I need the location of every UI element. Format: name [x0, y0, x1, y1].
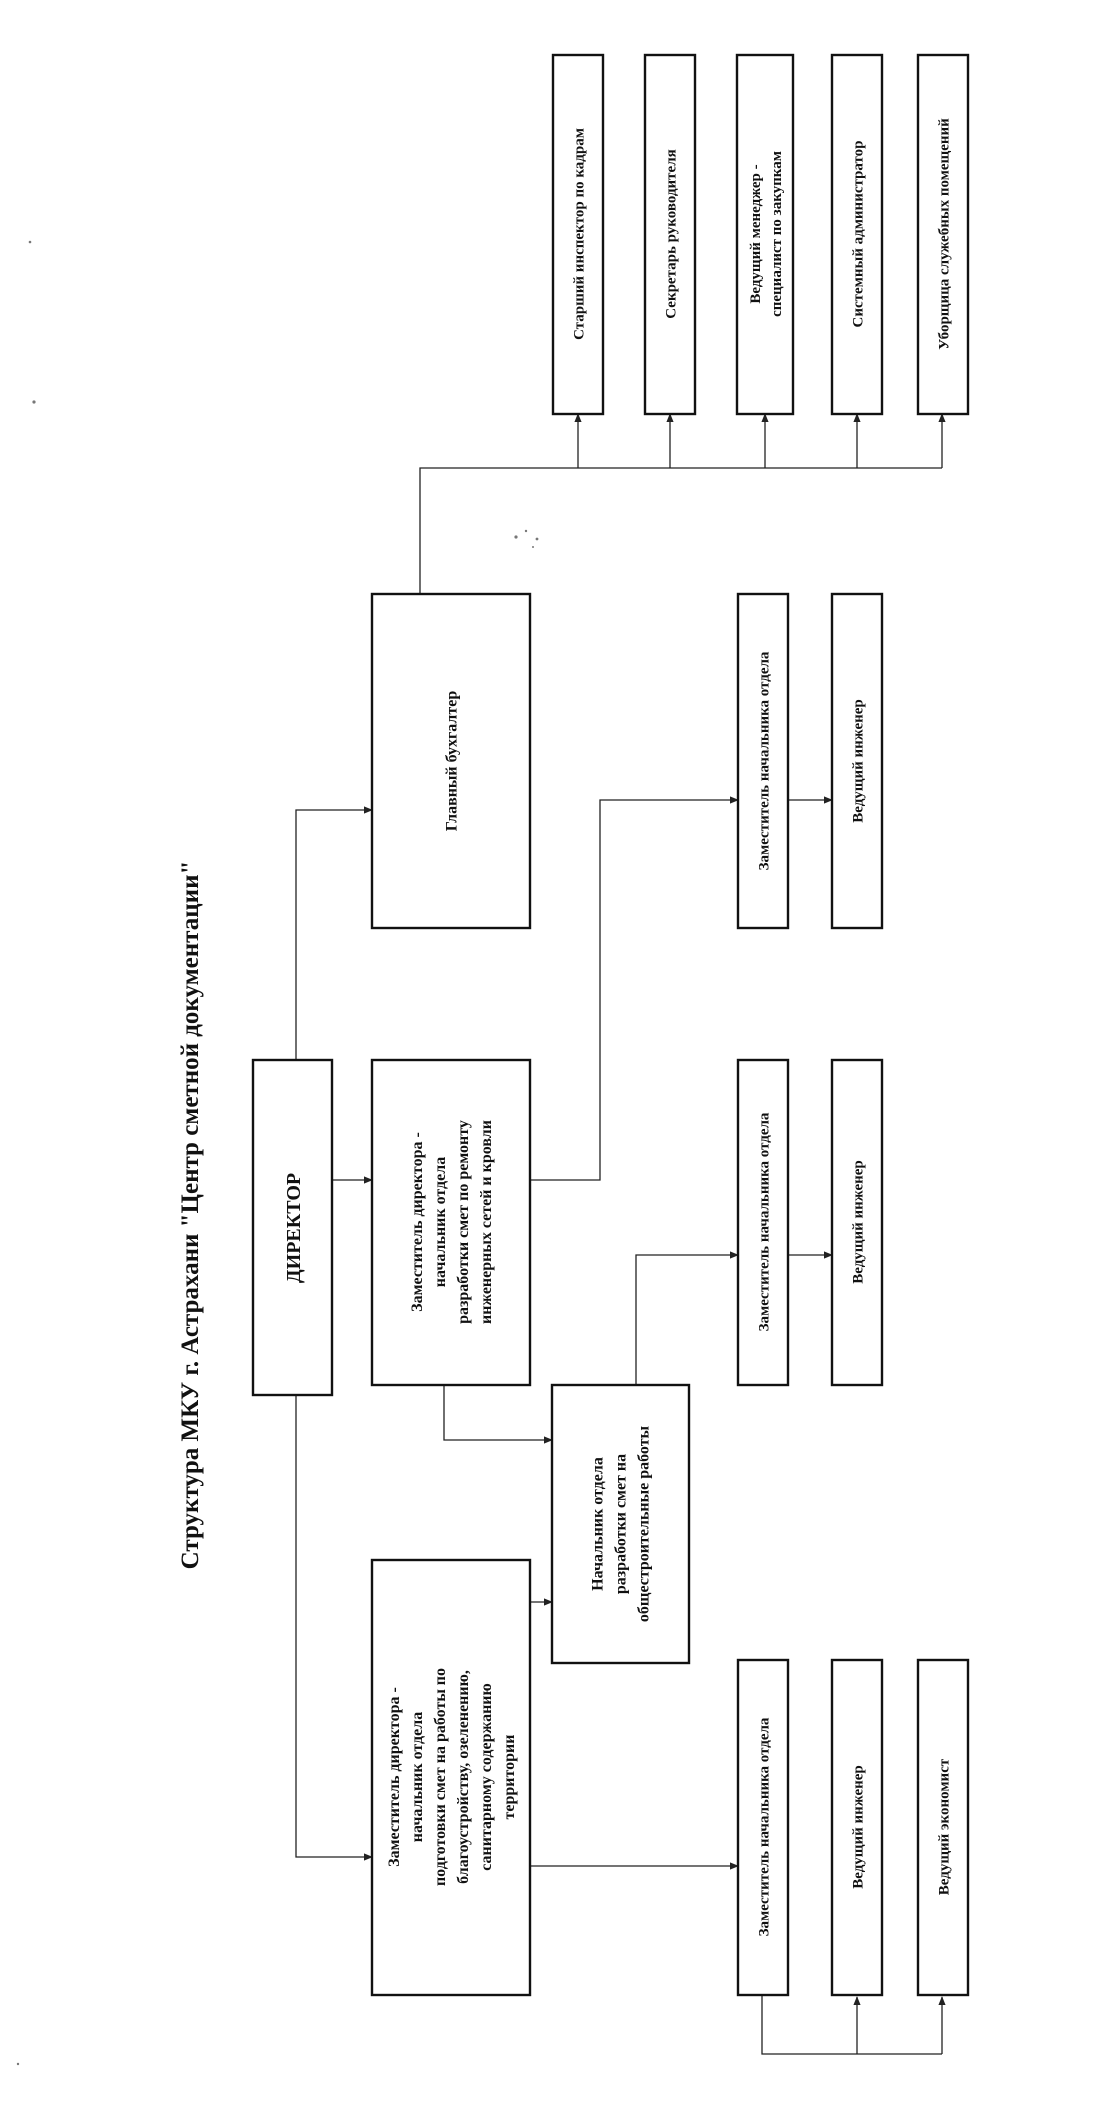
deputy-repair-line: разработки смет по ремонту [455, 1120, 472, 1324]
head-general-label: Начальник отдела разработки смет на общест… [590, 1425, 653, 1622]
scan-speck [524, 529, 528, 533]
economist-improvement-box [916, 1658, 970, 1997]
cleaner-line: Уборщица служебных помещений [936, 118, 952, 350]
secretary-label: Секретарь руководителя [663, 149, 679, 318]
deputy-repair-box [370, 1058, 532, 1387]
head-general-line: общестроительные работы [636, 1425, 653, 1622]
procurement-line: специалист по закупкам [769, 151, 785, 317]
head-general-box [550, 1383, 691, 1665]
deputy-improvement-line: Заместитель директора - [386, 1687, 403, 1867]
engineer-improvement-line: Ведущий инженер [850, 1765, 866, 1889]
dep-head-general-label: Заместитель начальника отдела [756, 1112, 772, 1331]
connector-deputy-repair-dep-head [530, 796, 739, 1181]
deputy-repair-line: Заместитель директора - [409, 1132, 426, 1312]
head-general-line: разработки смет на [613, 1454, 630, 1594]
hr-inspector-box [551, 53, 605, 416]
procurement-label: Ведущий менеджер - специалист по закупкам [748, 151, 785, 317]
deputy-improvement-label: Заместитель директора - начальник отдела п… [386, 1668, 518, 1886]
sysadmin-line: Системный администратор [850, 140, 866, 327]
dep-head-improvement-label: Заместитель начальника отдела [756, 1717, 772, 1936]
engineer-repair-box [830, 592, 884, 930]
scan-speck [532, 546, 534, 548]
deputy-improvement-line: санитарному содержанию [478, 1683, 495, 1871]
connector-director-deputy-improvement [295, 1395, 373, 1861]
boxes [251, 53, 970, 1997]
cleaner-box [916, 53, 970, 416]
chief-accountant-box [370, 592, 532, 930]
engineer-general-box [830, 1058, 884, 1387]
scan-speck [535, 537, 539, 541]
deputy-improvement-line: территории [501, 1735, 518, 1820]
dep-head-general-box [736, 1058, 790, 1387]
scan-speck [16, 2062, 20, 2066]
engineer-general-line: Ведущий инженер [850, 1160, 866, 1284]
deputy-improvement-line: благоустройству, озеленению, [455, 1670, 472, 1884]
procurement-box [735, 53, 795, 416]
connector-deputy-repair-head-general [443, 1385, 553, 1444]
dep-head-repair-line: Заместитель начальника отдела [756, 651, 772, 870]
scan-speck [28, 240, 32, 244]
sysadmin-box [830, 53, 884, 416]
director-box [251, 1058, 334, 1397]
secretary-box [643, 53, 697, 416]
dep-head-improvement-box [736, 1658, 790, 1997]
chief-accountant-label: Главный бухгалтер [444, 691, 461, 832]
engineer-repair-line: Ведущий инженер [850, 699, 866, 823]
engineer-improvement-box [830, 1658, 884, 1997]
deputy-improvement-box [370, 1558, 532, 1997]
dep-head-improvement-line: Заместитель начальника отдела [756, 1717, 772, 1936]
node-labels: ДИРЕКТОР Заместитель директора - начальни… [283, 118, 952, 1937]
hr-inspector-line: Старший инспектор по кадрам [571, 128, 587, 340]
connector-director-chief-accountant [295, 806, 373, 1060]
deputy-repair-label: Заместитель директора - начальник отдела р… [409, 1120, 495, 1324]
connector-chief-accountant-staff [419, 467, 942, 594]
engineer-general-label: Ведущий инженер [850, 1160, 866, 1284]
cleaner-label: Уборщица служебных помещений [936, 118, 952, 350]
economist-improvement-label: Ведущий экономист [936, 1758, 952, 1895]
head-general-line: Начальник отдела [590, 1457, 607, 1591]
secretary-line: Секретарь руководителя [663, 149, 679, 318]
deputy-improvement-line: начальник отдела [409, 1712, 426, 1842]
dep-head-repair-box [736, 592, 790, 930]
engineer-repair-label: Ведущий инженер [850, 699, 866, 823]
connector-head-general-dep-head [635, 1251, 739, 1385]
hr-inspector-label: Старший инспектор по кадрам [571, 128, 587, 340]
dep-head-general-line: Заместитель начальника отдела [756, 1112, 772, 1331]
sysadmin-label: Системный администратор [850, 140, 866, 327]
economist-improvement-line: Ведущий экономист [936, 1758, 952, 1895]
procurement-line: Ведущий менеджер - [748, 164, 764, 303]
deputy-improvement-line: подготовки смет на работы по [432, 1668, 449, 1886]
diagram-title: Структура МКУ г. Астрахани "Центр сметно… [177, 861, 204, 1570]
chief-accountant-line: Главный бухгалтер [444, 691, 461, 832]
scan-speck [32, 400, 36, 404]
deputy-repair-line: инженерных сетей и кровли [478, 1120, 495, 1324]
director-line: ДИРЕКТОР [283, 1173, 305, 1283]
deputy-repair-line: начальник отдела [432, 1157, 449, 1287]
dep-head-repair-label: Заместитель начальника отдела [756, 651, 772, 870]
scan-specks [16, 240, 539, 2066]
engineer-improvement-label: Ведущий инженер [850, 1765, 866, 1889]
connector-improvement-staff [761, 1995, 942, 2055]
director-label: ДИРЕКТОР [283, 1173, 305, 1283]
scan-speck [514, 535, 518, 539]
